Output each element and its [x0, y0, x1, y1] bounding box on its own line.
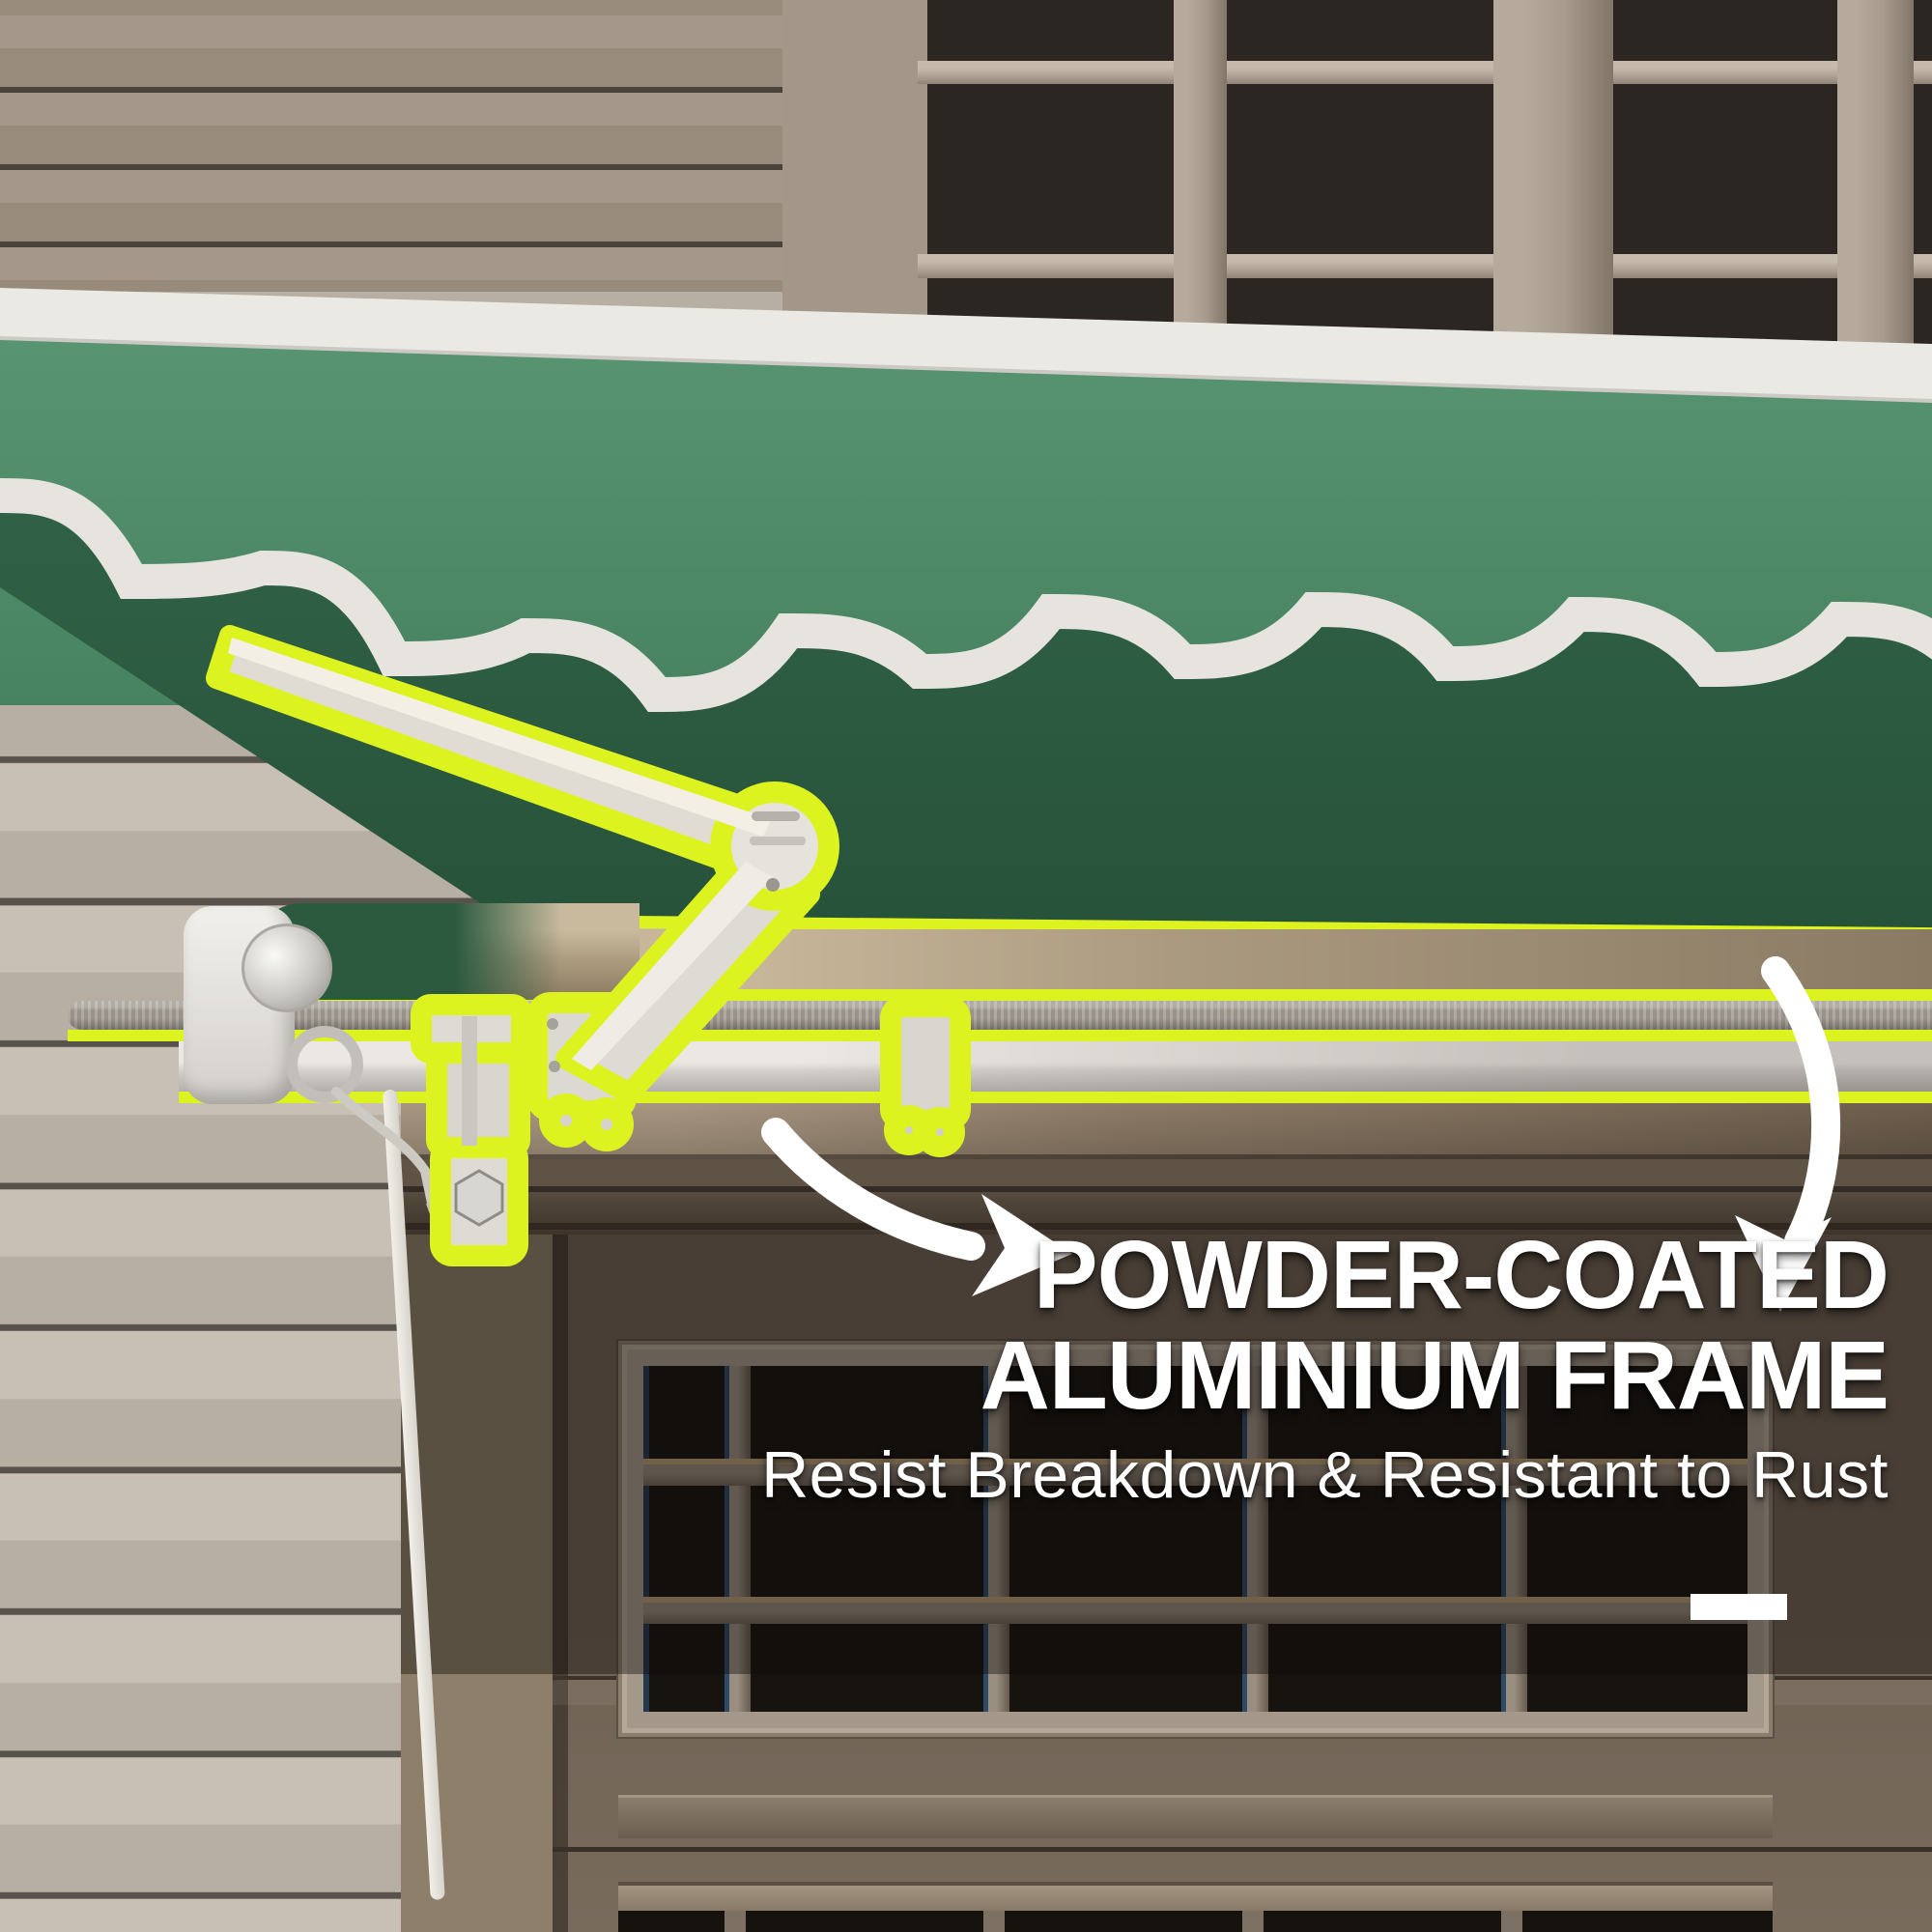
upper-window-mullion [1493, 0, 1613, 350]
garage-window-panes [643, 1366, 1747, 1712]
upper-window-rail [918, 61, 1932, 84]
lower-window-panes [618, 1911, 1773, 1932]
window-mullion [983, 1366, 1009, 1712]
heading-line-1: POWDER-COATED [1033, 1221, 1889, 1329]
upper-window-mullion [1174, 0, 1227, 350]
window-mullion [643, 1459, 1747, 1486]
roller-end-cap [242, 923, 332, 1012]
annotation-heading: POWDER-COATED ALUMINIUM FRAME [980, 1225, 1889, 1426]
garage-door-window [618, 1341, 1773, 1737]
window-mullion [1501, 1366, 1527, 1712]
highlight-line [68, 1030, 1932, 1041]
upper-window-rail [918, 254, 1932, 278]
upper-window [782, 0, 1932, 350]
upper-window-frame [782, 0, 927, 350]
wall-mount-rail [179, 1041, 1932, 1092]
upper-window-mullion [1837, 0, 1914, 350]
wood-siding-top [0, 0, 782, 292]
awning-valance [0, 496, 1932, 935]
text-backdrop-overlay [401, 1154, 1932, 1674]
door-top-molding [401, 1159, 1932, 1235]
underline-dash [1690, 1594, 1787, 1620]
valance-wave-trim [0, 478, 1932, 713]
lower-window-frame [618, 1882, 1773, 1915]
window-mullion [1242, 1366, 1268, 1712]
annotation-subtitle: Resist Breakdown & Resistant to Rust [761, 1438, 1889, 1512]
heading-line-2: ALUMINIUM FRAME [980, 1321, 1889, 1430]
awning-top-fabric [0, 340, 1932, 705]
window-mullion [643, 1597, 1747, 1624]
window-mullion [724, 1366, 751, 1712]
under-window-molding [618, 1795, 1773, 1838]
roller-bar [68, 1001, 1932, 1030]
highlight-line [179, 1092, 1932, 1103]
